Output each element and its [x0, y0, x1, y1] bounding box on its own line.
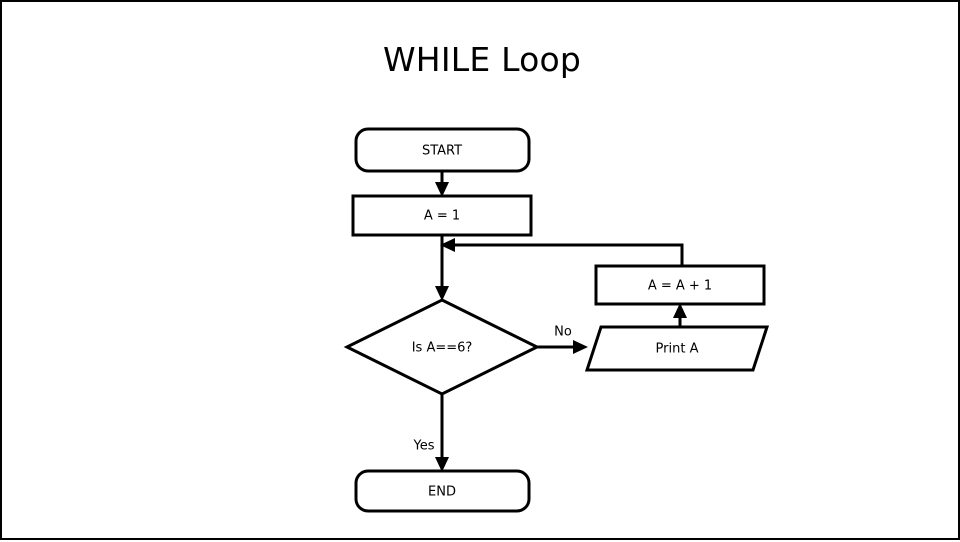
arrowhead-icon	[673, 303, 687, 318]
node-start[interactable]: START	[354, 127, 531, 173]
input-output-shape	[584, 325, 770, 372]
node-decision-label: Is A==6?	[412, 341, 473, 356]
edge-decision-to-end	[435, 394, 449, 472]
arrowhead-icon	[435, 182, 449, 197]
arrowhead-icon	[435, 286, 449, 301]
arrowhead-icon	[440, 238, 455, 252]
edge-label-no: No	[554, 325, 572, 340]
edge-increment-to-init	[440, 238, 684, 266]
edge-print-to-increment	[673, 303, 687, 327]
edge-start-to-init	[435, 171, 449, 197]
decision-shape	[343, 298, 541, 396]
node-start-label: START	[422, 144, 462, 159]
node-end-label: END	[428, 485, 456, 500]
process-shape	[594, 264, 766, 306]
node-print[interactable]: Print A	[584, 325, 770, 372]
node-end[interactable]: END	[354, 469, 531, 513]
node-decision[interactable]: Is A==6?	[343, 298, 541, 396]
page-title: WHILE Loop	[382, 40, 582, 79]
node-increment[interactable]: A = A + 1	[594, 264, 766, 306]
node-init-label: A = 1	[424, 209, 460, 224]
process-shape	[351, 194, 533, 237]
node-print-label: Print A	[656, 342, 699, 357]
arrowhead-icon	[435, 457, 449, 472]
terminator-shape	[354, 469, 531, 513]
terminator-shape	[354, 127, 531, 173]
edge-decision-to-print	[537, 340, 588, 354]
node-init[interactable]: A = 1	[351, 194, 533, 237]
arrowhead-icon	[573, 340, 588, 354]
node-increment-label: A = A + 1	[648, 279, 712, 294]
edge-label-yes: Yes	[413, 439, 435, 454]
